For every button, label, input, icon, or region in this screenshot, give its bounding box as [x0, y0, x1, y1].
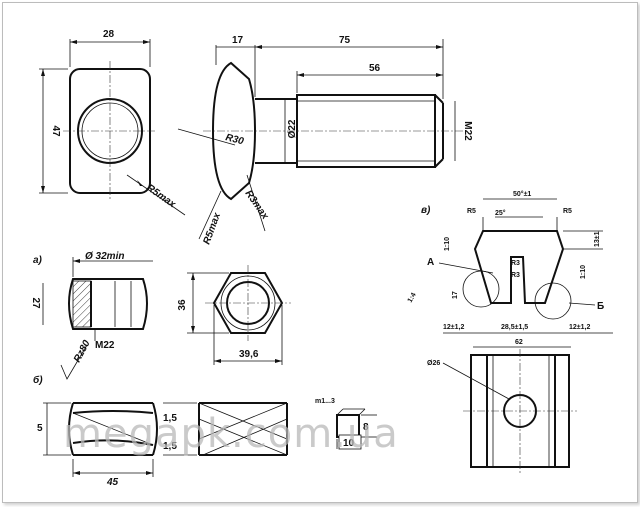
dim-a-diameter: Ø 32min	[85, 251, 124, 262]
dim-across-corners: 39,6	[239, 349, 259, 360]
dim-b-gap-top: 1,5	[163, 413, 177, 424]
dim-thread: M22	[462, 121, 473, 141]
label-b: б)	[33, 374, 43, 386]
view-a-nut: а) Ø 32min 27 M22 Rz80	[30, 251, 153, 380]
dim-v-taper-a: 1:4	[407, 292, 418, 304]
dim-v-taper-right: 1:10	[580, 265, 587, 279]
label-a: а)	[33, 255, 43, 266]
label-v: в)	[421, 205, 431, 216]
dim-b-length: 45	[106, 477, 119, 488]
dim-v-angle: 50°±1	[513, 190, 531, 198]
dim-total-length: 75	[339, 35, 351, 46]
view-v-block: в) 50°±1 25° R5 R5 R3 R3 1:10 1:10 13±1 …	[407, 190, 613, 473]
dim-thread-length: 56	[369, 63, 381, 74]
dim-v-r-right: R5	[563, 208, 572, 215]
watermark: megapk.com.ua	[63, 411, 399, 457]
dim-v-taper-left: 1:10	[444, 237, 451, 251]
dim-v-r3-top: R3	[511, 260, 520, 267]
dim-width: 28	[103, 29, 115, 40]
hex-nut-view: 36 39,6	[177, 265, 291, 365]
dim-v-height-right: 13±1	[594, 231, 601, 247]
dim-head-radius-2: R5max	[201, 211, 223, 246]
mark-b: Б	[597, 301, 604, 312]
dim-a-thread: M22	[95, 340, 115, 351]
dim-a-height: 27	[30, 297, 41, 309]
dim-v-r3-bottom: R3	[511, 272, 520, 279]
dim-v-base-left: 12±1,2	[443, 324, 464, 331]
roughness: Rz80	[72, 338, 93, 364]
dim-across-flats: 36	[177, 299, 188, 311]
dim-v-base-mid: 28,5±1,5	[501, 324, 528, 331]
dim-fillet-radius: R3max	[243, 188, 271, 222]
dim-small-w: 10	[343, 438, 355, 449]
view-b-washers: б) 5 45 1,5 1,5 m1...3 8 10	[33, 374, 377, 488]
dim-v-r-left: R5	[467, 208, 476, 215]
dim-v-total: 62	[515, 339, 523, 346]
dim-b-gap-bottom: 1,5	[163, 441, 177, 452]
dim-head-radius: R30	[224, 132, 245, 147]
dim-v-angle-inner: 25°	[495, 209, 506, 217]
dim-v-base-right: 12±1,2	[569, 324, 590, 331]
dim-v-hole: Ø26	[427, 360, 440, 367]
mark-a: А	[427, 257, 434, 268]
dim-b-left: 5	[37, 423, 43, 434]
dim-shank-diameter: Ø22	[287, 119, 298, 138]
small-label: m1...3	[315, 398, 335, 405]
technical-drawing: 28 47 R5max 17 75	[30, 29, 613, 488]
dim-head-width: 17	[232, 35, 244, 46]
dim-corner-radius: R5max	[144, 182, 178, 210]
dim-v-height-left: 17	[452, 291, 459, 299]
head-plan-view: 28 47 R5max	[39, 29, 186, 216]
dim-height: 47	[50, 125, 61, 137]
dim-small-h: 8	[363, 422, 369, 433]
